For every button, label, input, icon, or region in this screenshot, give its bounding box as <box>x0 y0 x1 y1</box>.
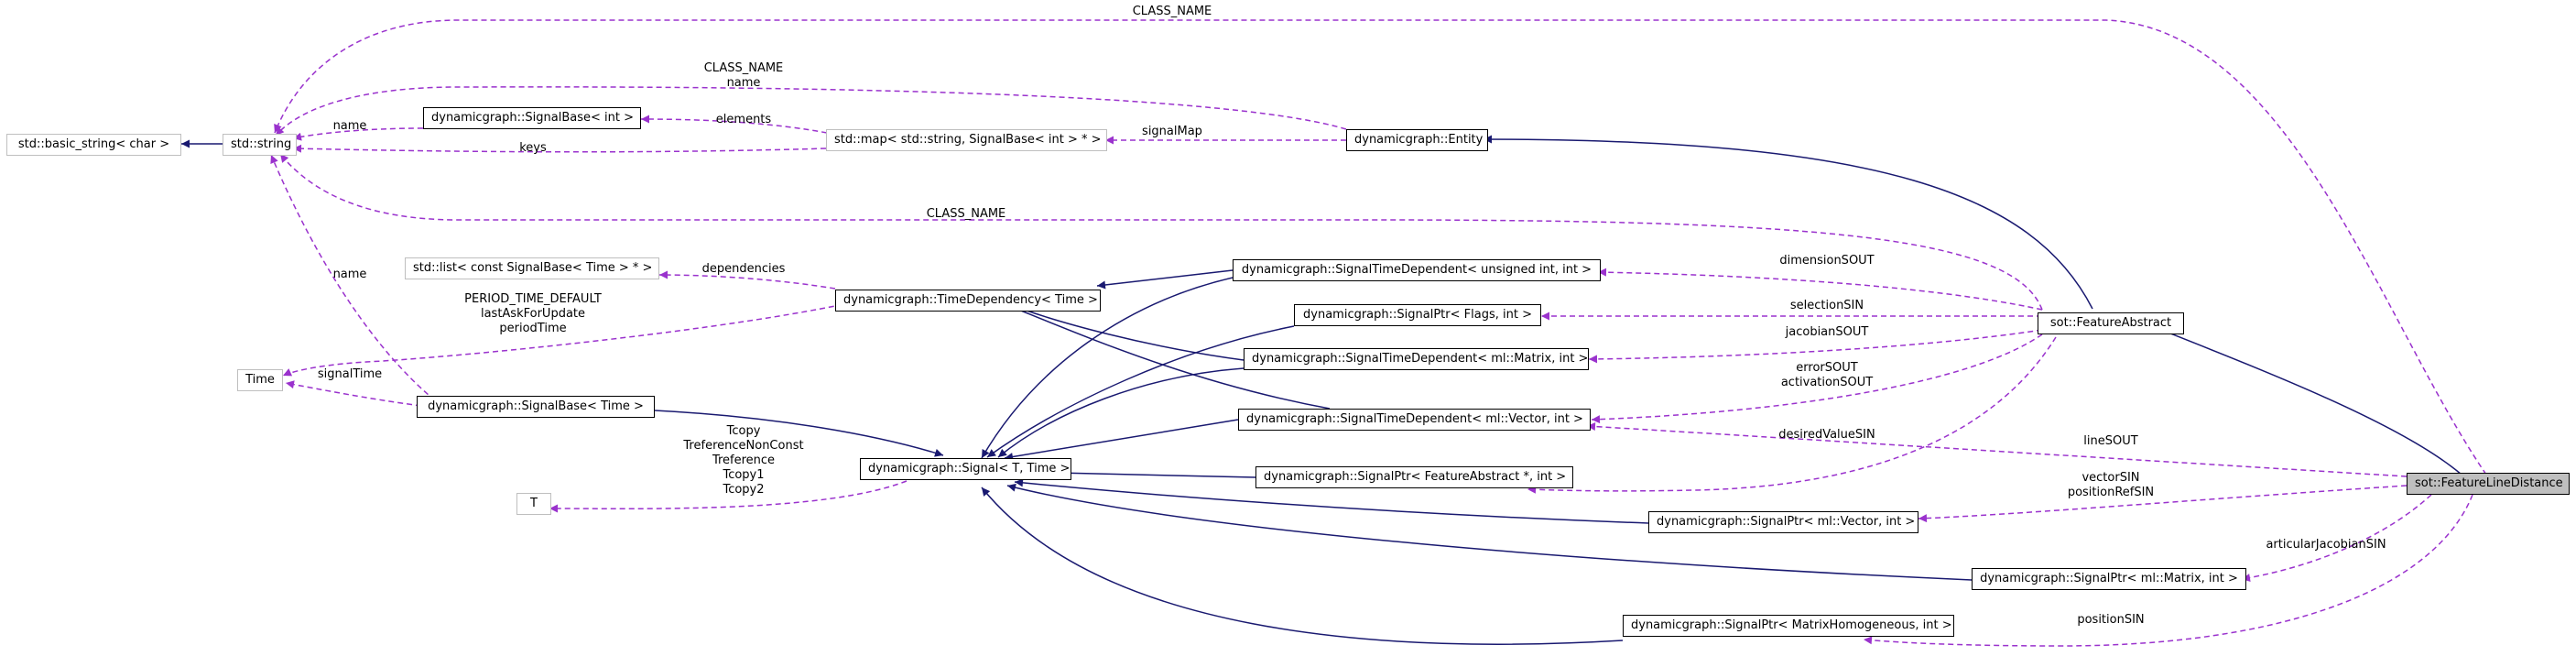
node-t[interactable]: T <box>516 493 551 515</box>
node-feature-abstract[interactable]: sot::FeatureAbstract <box>2038 312 2184 334</box>
edge-ptr-matrix-to-signal <box>1006 483 1973 581</box>
edge-feature-abstract-to-std-vector <box>1591 334 2043 424</box>
label-tcopy-3: Treference <box>712 454 775 467</box>
node-std-uint[interactable]: dynamicgraph::SignalTimeDependent< unsig… <box>1233 259 1601 281</box>
node-time[interactable]: Time <box>237 369 283 391</box>
node-map[interactable]: std::map< std::string, SignalBase< int >… <box>826 129 1107 151</box>
edge-feature-line-to-ptr-vector <box>1918 485 2408 523</box>
node-basic-string[interactable]: std::basic_string< char > <box>6 134 181 156</box>
label-tcopy-1: Tcopy <box>726 424 761 438</box>
edge-std-matrix-to-signal <box>997 367 1245 458</box>
edge-signalbase-time-to-string <box>270 154 436 401</box>
label-jacobian-sout: jacobianSOUT <box>1785 325 1869 339</box>
label-vector-sin-2: positionRefSIN <box>2068 486 2154 499</box>
node-signalbase-int[interactable]: dynamicgraph::SignalBase< int > <box>423 107 641 129</box>
node-signal[interactable]: dynamicgraph::Signal< T, Time > <box>860 458 1071 480</box>
label-class-name-name-1: CLASS_NAME <box>704 61 784 75</box>
node-list[interactable]: std::list< const SignalBase< Time > * > <box>405 257 659 279</box>
label-signal-time: signalTime <box>318 367 382 381</box>
edge-feature-abstract-to-std-matrix <box>1588 329 2043 364</box>
edge-feature-line-to-feature-abstract <box>2137 320 2462 476</box>
inheritance-edges <box>181 135 2462 645</box>
label-class-name-top: CLASS_NAME <box>1133 5 1212 18</box>
label-selection-sin: selectionSIN <box>1790 299 1864 312</box>
edge-feature-abstract-to-entity <box>1483 135 2093 310</box>
edge-ptr-flags-to-signal <box>986 325 1295 458</box>
edge-feature-abstract-to-string <box>279 153 2043 311</box>
edge-ptr-mh-to-signal <box>981 487 1624 645</box>
edge-signal-to-t <box>549 480 908 513</box>
edge-map-to-signalbase-int <box>640 115 828 134</box>
edge-entity-to-string-class-name <box>275 86 1347 137</box>
node-ptr-matrix[interactable]: dynamicgraph::SignalPtr< ml::Matrix, int… <box>1972 568 2246 590</box>
label-error-sout-1: errorSOUT <box>1796 361 1857 375</box>
node-feature-line-distance[interactable]: sot::FeatureLineDistance <box>2407 473 2570 495</box>
node-string[interactable]: std::string <box>223 134 297 156</box>
edge-signalbase-time-to-time <box>285 380 422 407</box>
label-dimension-sout: dimensionSOUT <box>1779 254 1874 268</box>
node-ptr-vector[interactable]: dynamicgraph::SignalPtr< ml::Vector, int… <box>1648 511 1918 533</box>
label-vector-sin-1: vectorSIN <box>2081 471 2139 485</box>
edge-std-uint-to-timedep <box>1096 269 1234 290</box>
edge-signalbase-time-to-signal <box>654 410 944 457</box>
label-tcopy-2: TreferenceNonConst <box>682 439 803 453</box>
label-period-1: PERIOD_TIME_DEFAULT <box>464 292 602 306</box>
edge-feature-line-to-ptr-matrix <box>2241 494 2432 582</box>
edge-feature-abstract-to-ptr-feature <box>1527 336 2057 494</box>
edge-map-to-string <box>292 144 827 153</box>
label-name-sb-time: name <box>333 268 367 281</box>
node-std-matrix[interactable]: dynamicgraph::SignalTimeDependent< ml::M… <box>1244 348 1589 370</box>
edge-std-uint-to-signal <box>981 277 1234 459</box>
edge-signalbase-int-to-string <box>292 127 424 141</box>
label-period-3: periodTime <box>499 322 566 335</box>
label-desired-value-sin: desiredValueSIN <box>1778 428 1875 442</box>
label-elements: elements <box>716 113 772 126</box>
node-timedep[interactable]: dynamicgraph::TimeDependency< Time > <box>835 290 1101 312</box>
label-error-sout-2: activationSOUT <box>1781 376 1873 389</box>
node-ptr-flags[interactable]: dynamicgraph::SignalPtr< Flags, int > <box>1294 304 1541 326</box>
label-dependencies: dependencies <box>702 262 786 276</box>
node-entity[interactable]: dynamicgraph::Entity <box>1346 129 1488 151</box>
edge-timedep-to-time <box>282 300 862 377</box>
edge-feature-line-to-string-class-name <box>274 19 2487 476</box>
edge-labels: CLASS_NAME CLASS_NAME name name elements… <box>318 5 2386 627</box>
edge-timedep-to-list <box>658 270 836 290</box>
label-line-sout: lineSOUT <box>2083 434 2137 448</box>
edge-ptr-vector-to-signal <box>1014 478 1649 524</box>
label-name-sb-int: name <box>333 119 367 133</box>
node-signalbase-time[interactable]: dynamicgraph::SignalBase< Time > <box>417 396 655 418</box>
edge-std-vector-to-signal <box>1004 419 1239 461</box>
label-class-name-name-2: name <box>727 76 761 90</box>
label-class-name-mid: CLASS_NAME <box>927 207 1006 221</box>
node-std-vector[interactable]: dynamicgraph::SignalTimeDependent< ml::V… <box>1238 409 1591 431</box>
label-signal-map: signalMap <box>1142 125 1202 138</box>
edge-std-vector-to-timedep <box>1002 302 1331 410</box>
label-articular-jacobian-sin: articularJacobianSIN <box>2266 538 2386 552</box>
node-ptr-mh[interactable]: dynamicgraph::SignalPtr< MatrixHomogeneo… <box>1623 615 1954 637</box>
usage-edges <box>270 19 2487 647</box>
node-ptr-feature[interactable]: dynamicgraph::SignalPtr< FeatureAbstract… <box>1255 466 1573 488</box>
label-tcopy-4: Tcopy1 <box>722 468 764 482</box>
label-keys: keys <box>519 141 547 155</box>
label-period-2: lastAskForUpdate <box>481 307 585 321</box>
label-position-sin: positionSIN <box>2077 613 2144 627</box>
edge-feature-line-to-std-vector <box>1586 422 2408 477</box>
label-tcopy-5: Tcopy2 <box>722 483 764 497</box>
edge-feature-abstract-to-std-uint <box>1597 268 2043 311</box>
